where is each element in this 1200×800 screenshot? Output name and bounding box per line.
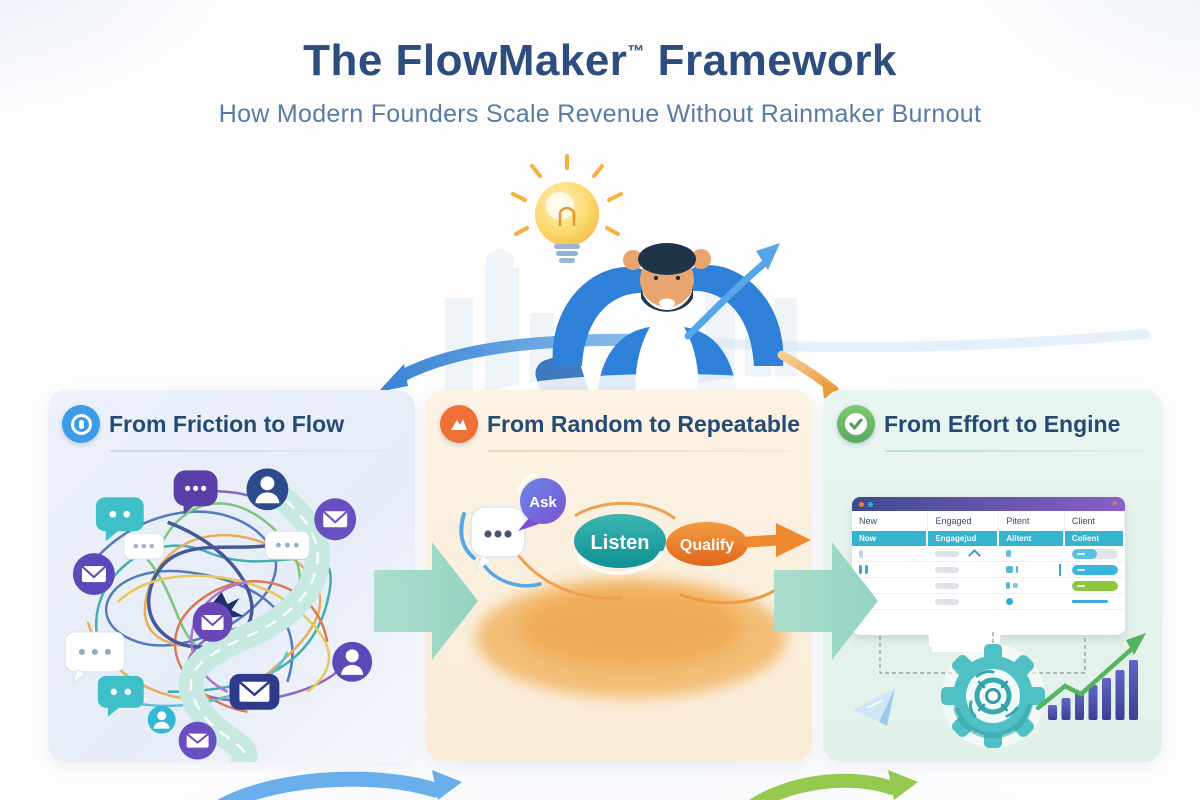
mail-icon [192,602,233,642]
panel1-title: From Friction to Flow [109,410,345,437]
chat-bubble-icon [173,470,218,515]
column-header: Pitent [999,511,1065,531]
step1-badge-icon [62,405,100,443]
cell-divider-mark [1058,563,1061,576]
trademark: ™ [627,42,645,61]
person-icon [246,468,289,511]
panel1-header: From Friction to Flow [48,390,415,443]
mail-icon [314,498,357,541]
step-bubble-ask: Ask [516,473,566,531]
progress-line [1071,600,1108,603]
ask-listen-qualify-flow: Ask Listen Qualify [459,473,811,698]
svg-text:Qualify: Qualify [680,537,734,554]
tangle-illustration [64,468,373,762]
flow-down-arrow-icon [378,333,661,392]
pipeline-table: New Engaged Pitent Client Now Engagejud … [852,511,1125,610]
chat-bubble-icon [64,631,126,685]
chevron-up-icon [968,548,982,562]
column-header: New [852,511,929,531]
column-subheader: Alitent [999,531,1065,546]
step-arrow-icon [374,542,478,660]
paper-plane-icon [853,688,895,726]
winding-road [178,487,331,762]
browser-window: ✳ New Engaged Pitent Client Now Engageju… [852,497,1125,653]
progress-bar [1071,564,1118,575]
page-title: The FlowMaker™ Framework [0,36,1200,86]
column-header: Client [1065,511,1125,531]
column-subheader: Now [852,531,929,546]
step-bubble-listen: Listen [574,514,666,575]
gear-icon [941,644,1045,748]
progress-bar [1071,580,1118,591]
engine-illustration [853,632,1146,748]
panel3-divider [885,450,1146,452]
panel1-divider [110,450,399,452]
window-dot-orange [859,501,864,507]
window-settings-icon: ✳ [1111,499,1118,508]
chat-bubble-icon [459,506,526,572]
step2-badge-icon [440,405,478,443]
growth-line-icon [1035,633,1146,711]
header: The FlowMaker™ Framework How Modern Foun… [0,36,1200,129]
hero-illustration [378,154,1150,398]
panel2-divider [488,450,796,452]
dashed-connectors [879,632,1086,674]
mail-icon [178,721,217,760]
chat-bubble-icon [123,532,165,560]
step-arrow-icon [774,542,878,660]
svg-text:Ask: Ask [529,494,557,511]
progress-bar [1071,548,1118,559]
panel-effort-to-engine: From Effort to Engine ✳ New Engaged Pite… [823,390,1162,762]
orange-ground [519,588,743,668]
panel2-header: From Random to Repeatable [426,390,812,443]
bar-chart-icon [1048,660,1138,720]
growth-arrow-icon [684,243,780,340]
title-suffix: Framework [644,36,897,85]
panel-friction-to-flow: From Friction to Flow [48,390,415,762]
column-subheader: Engagejud [928,531,1000,546]
qualify-arrow-icon [742,523,811,557]
mail-icon [229,673,280,710]
panel2-title: From Random to Repeatable [487,410,801,437]
person-icon [332,641,373,682]
panel3-title: From Effort to Engine [884,410,1121,437]
step3-badge-icon [837,405,875,443]
chat-bubble-icon [95,497,144,542]
chat-bubble-icon [97,675,144,717]
loop-arrow-green-icon [749,770,918,800]
window-dot-teal [868,501,873,507]
mail-icon [72,553,115,596]
column-subheader: Colient [1064,531,1125,546]
panel3-header: From Effort to Engine [823,390,1162,443]
loop-arrow-blue-icon [217,770,462,800]
step-bubble-qualify: Qualify [666,522,748,566]
chat-bubble-icon [264,530,310,560]
lightbulb-icon [511,154,623,263]
column-header: Engaged [928,511,1000,531]
panel-random-to-repeatable: From Random to Repeatable [426,390,812,762]
title-main: The FlowMaker [303,36,628,85]
person-icon [147,705,176,734]
page-subtitle: How Modern Founders Scale Revenue Withou… [218,100,982,128]
window-titlebar: ✳ [852,497,1125,511]
svg-text:Listen: Listen [591,532,650,554]
